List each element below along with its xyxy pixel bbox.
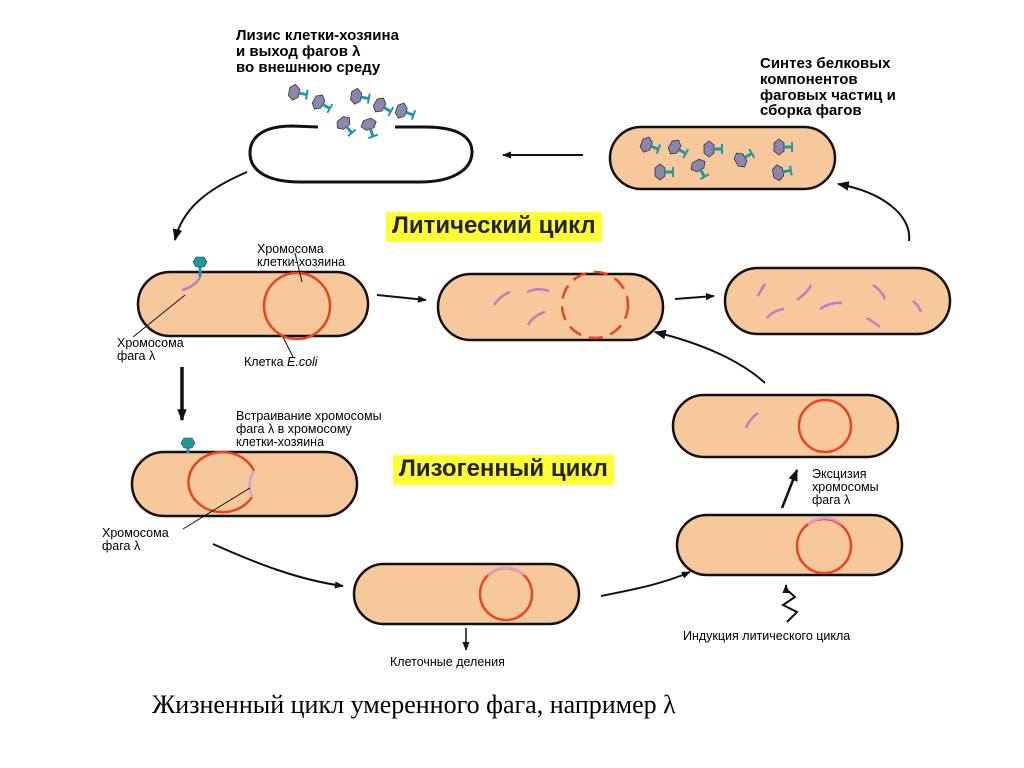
- host-chromosome: [262, 271, 332, 341]
- label-line: фага λ в хромосому: [236, 422, 352, 437]
- cell-phage-assembly: [608, 125, 837, 191]
- label-line: фага λ: [812, 493, 851, 508]
- host-chromosome: [797, 398, 853, 454]
- phage-dna: [181, 276, 202, 292]
- phage-icon: [348, 86, 372, 108]
- label-synthesis-line: Синтез белковых: [760, 55, 891, 72]
- label-line: клетки-хозяина: [257, 255, 346, 270]
- label-line: Встраивание хромосомы: [236, 409, 382, 423]
- cell-excision: [671, 393, 900, 459]
- label-line: Хромосома: [102, 526, 169, 540]
- label-cell-species: E.coli: [287, 355, 318, 369]
- label-line: фага λ: [102, 539, 141, 554]
- phage-icon: [392, 99, 418, 125]
- cell-phage-dna-copies: [723, 266, 952, 336]
- induction-signal-icon: [781, 588, 799, 623]
- label-line: Эксцизия: [812, 467, 867, 481]
- cell-lysogen: [352, 562, 581, 626]
- label-lysis-line: и выход фагов λ: [236, 42, 361, 60]
- lysed-host-cell: [248, 124, 474, 184]
- cell-dna-replication: [436, 272, 665, 342]
- label-ecoli-cell: Клетка E.coli: [244, 355, 318, 369]
- label-excision: Эксцизия хромосомы фага λ: [812, 467, 879, 508]
- label-phage-chromosome: Хромосома фага λ: [117, 336, 184, 364]
- cell-infection: [136, 270, 370, 338]
- phage-icon: [180, 437, 196, 449]
- label-lysis: Лизис клетки-хозяина и выход фагов λ во …: [236, 28, 399, 75]
- label-synthesis-line: компонентов: [760, 70, 858, 88]
- label-phage-chromosome-integrated: Хромосома фага λ: [102, 526, 169, 554]
- label-lysis-line: Лизис клетки-хозяина: [236, 27, 399, 44]
- host-chromosome-with-prophage: [187, 450, 256, 514]
- label-cell-prefix: Клетка: [244, 355, 288, 369]
- label-line: Хромосома: [117, 336, 184, 350]
- cell-induced-lysogen: [675, 513, 904, 577]
- label-integration: Встраивание хромосомы фага λ в хромосому…: [236, 409, 382, 450]
- label-line: клетки-хозяина: [236, 435, 325, 450]
- label-lysis-line: во внешнюю среду: [236, 58, 381, 76]
- label-synthesis-line: фаговых частиц и: [760, 86, 896, 104]
- phage-icon: [192, 256, 208, 268]
- cell-prophage-integration: [130, 450, 359, 518]
- lysogenic-cycle-label: Лизогенный цикл: [393, 455, 614, 486]
- label-cell-division: Клеточные деления: [390, 655, 505, 669]
- label-line: хромосомы: [812, 480, 879, 495]
- phage-icon: [286, 82, 310, 104]
- label-host-chromosome: Хромосома клетки-хозяина: [257, 242, 346, 270]
- phage-icon: [369, 94, 397, 120]
- figure-caption: Жизненный цикл умеренного фага, например…: [152, 690, 676, 719]
- label-line: Хромосома: [257, 242, 324, 256]
- label-line: фага λ: [117, 349, 156, 364]
- label-synthesis-line: сборка фагов: [760, 102, 862, 120]
- phage-icon: [308, 91, 336, 117]
- label-induction: Индукция литического цикла: [683, 629, 851, 643]
- label-synthesis: Синтез белковых компонентов фаговых част…: [760, 56, 896, 119]
- host-chromosome-degraded: [560, 270, 630, 340]
- lytic-cycle-label: Литический цикл: [386, 212, 602, 243]
